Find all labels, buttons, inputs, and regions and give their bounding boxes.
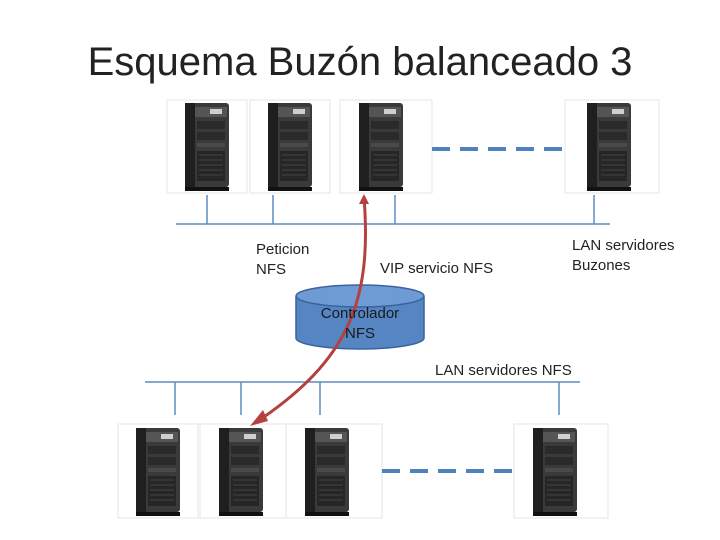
peticion-nfs-label: Peticion NFS [256, 241, 310, 278]
lan-nfs-label: LAN servidores NFS [435, 362, 572, 379]
nfs-request-arrow [250, 194, 369, 426]
mailbox-server-icon [184, 102, 230, 192]
server-frame [166, 99, 248, 194]
server-frame [117, 423, 201, 519]
nfs-server-icon [218, 427, 264, 517]
controlador-label: Controlador NFS [320, 305, 400, 342]
nfs-server-icon [135, 427, 181, 517]
mailbox-server-icon [267, 102, 313, 192]
lan-buzones-label: LAN servidores Buzones [572, 237, 675, 274]
mailbox-server-icon [586, 102, 632, 192]
controller-cylinder [295, 284, 425, 350]
nfs-server-icon [304, 427, 350, 517]
server-frame [249, 99, 331, 194]
nfs-server-icon [532, 427, 578, 517]
server-frame [339, 99, 433, 194]
slide-title: Esquema Buzón balanceado 3 [87, 40, 633, 84]
mailbox-server-icon [358, 102, 404, 192]
server-frame [513, 423, 609, 519]
vip-servicio-label: VIP servicio NFS [380, 260, 494, 277]
server-frame [564, 99, 660, 194]
